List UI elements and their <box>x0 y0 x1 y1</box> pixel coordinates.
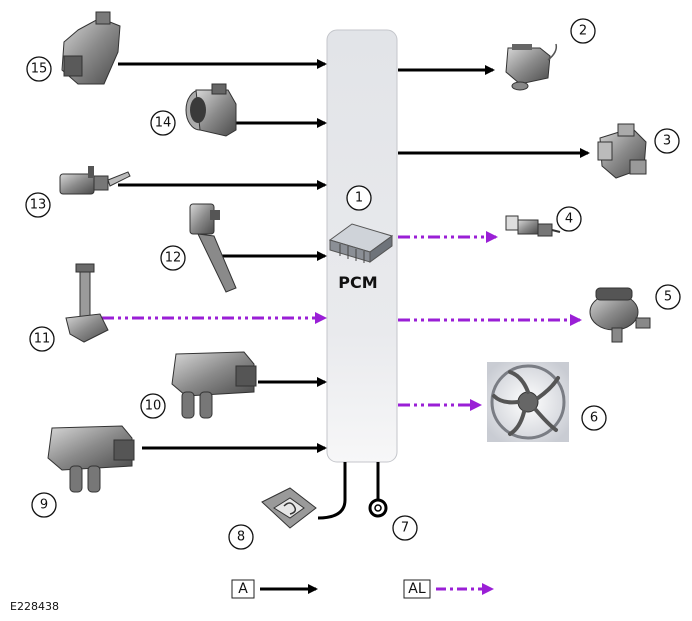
component-15-icon <box>61 11 121 85</box>
component-6-fan-icon <box>487 362 569 442</box>
svg-text:3: 3 <box>663 134 671 149</box>
component-7-ground-icon <box>368 498 388 518</box>
callout-11: 11 <box>29 326 55 352</box>
svg-text:9: 9 <box>40 498 48 513</box>
svg-text:8: 8 <box>237 530 245 545</box>
svg-text:6: 6 <box>590 411 598 426</box>
legend-solid-key: A <box>238 581 248 597</box>
component-10-icon <box>171 351 257 419</box>
callout-15: 15 <box>26 56 52 82</box>
svg-text:14: 14 <box>155 116 172 131</box>
component-2-icon <box>505 43 558 91</box>
legend-solid: A <box>231 579 318 599</box>
component-5-icon <box>589 287 651 343</box>
legend-dashed: AL <box>403 579 494 599</box>
component-9-icon <box>47 425 135 493</box>
svg-text:10: 10 <box>145 399 162 414</box>
svg-text:15: 15 <box>31 62 48 77</box>
callout-3: 3 <box>654 128 680 154</box>
legend: A AL <box>231 579 494 599</box>
svg-text:13: 13 <box>30 198 47 213</box>
callout-8: 8 <box>228 524 254 550</box>
callout-9: 9 <box>31 492 57 518</box>
callout-2: 2 <box>570 18 596 44</box>
callout-5: 5 <box>655 284 681 310</box>
svg-text:11: 11 <box>34 332 51 347</box>
component-11-icon <box>65 263 109 343</box>
svg-text:4: 4 <box>565 212 573 227</box>
component-13-icon <box>59 166 131 195</box>
pcm-label: PCM <box>338 273 377 292</box>
component-12-icon <box>189 203 237 293</box>
callout-4: 4 <box>556 206 582 232</box>
wire-pcm-to-fuse <box>317 462 347 520</box>
callout-6: 6 <box>581 405 607 431</box>
svg-text:1: 1 <box>355 191 363 206</box>
component-3-icon <box>597 123 647 179</box>
callout-13: 13 <box>25 192 51 218</box>
svg-text:2: 2 <box>579 24 587 39</box>
legend-dashed-key: AL <box>408 581 426 597</box>
pcm-chip-icon <box>328 223 394 263</box>
callout-1: 1 <box>346 185 372 211</box>
callout-14: 14 <box>150 110 176 136</box>
callout-12: 12 <box>160 245 186 271</box>
component-8-fuse-icon <box>261 487 317 529</box>
svg-text:7: 7 <box>401 521 409 536</box>
figure-id: E228438 <box>10 600 59 613</box>
callout-10: 10 <box>140 393 166 419</box>
component-4-icon <box>505 215 561 237</box>
svg-text:5: 5 <box>664 290 672 305</box>
svg-text:12: 12 <box>165 251 182 266</box>
component-14-icon <box>185 83 237 137</box>
callout-7: 7 <box>392 515 418 541</box>
